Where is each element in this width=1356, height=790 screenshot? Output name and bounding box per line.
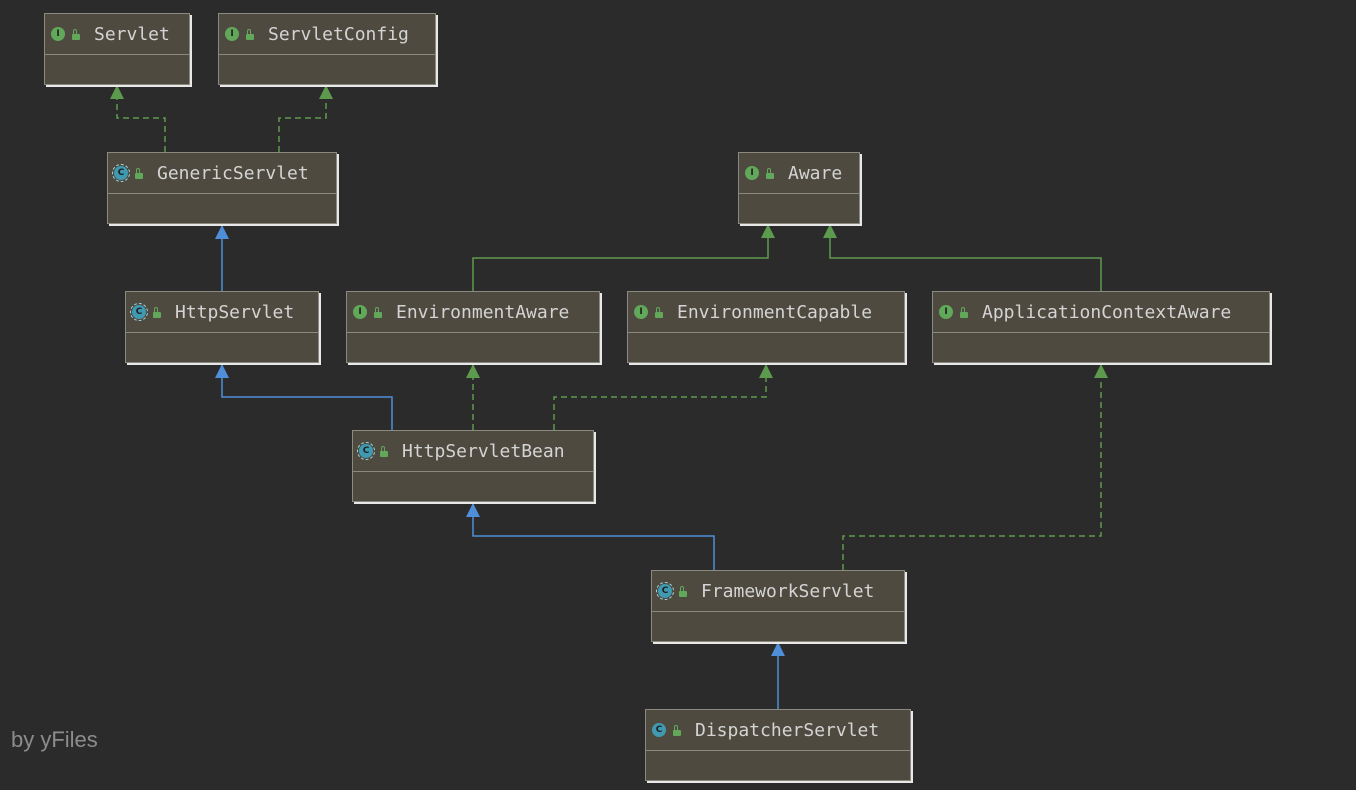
node-http-servlet-bean-name: HttpServletBean [402,440,565,462]
edge-framework-servlet-to-http-servlet-bean [472,504,715,570]
public-lock-icon [679,585,687,597]
arrow-head-environment-aware-to-aware [761,224,775,238]
node-application-context-aware-header: I ApplicationContextAware [933,292,1269,333]
arrow-head-http-servlet-bean-to-environment-capable [759,364,773,378]
node-aware[interactable]: I Aware [738,152,860,224]
interface-icon: I [634,305,648,319]
arrow-head-generic-servlet-to-servlet-config [319,85,333,99]
node-environment-capable-name: EnvironmentCapable [677,301,873,323]
node-environment-aware[interactable]: I EnvironmentAware [346,291,600,363]
node-environment-aware-header: I EnvironmentAware [347,292,599,333]
node-servlet[interactable]: I Servlet [44,13,190,85]
public-lock-icon [72,28,80,40]
public-lock-icon [135,167,143,179]
interface-icon: I [353,305,367,319]
public-lock-icon [766,167,774,179]
arrow-head-http-servlet-to-generic-servlet [215,225,229,239]
class-icon: C [652,723,666,737]
node-aware-name: Aware [788,162,843,184]
public-lock-icon [960,306,968,318]
node-http-servlet-header: C HttpServlet [126,292,318,333]
public-lock-icon [246,28,254,40]
public-lock-icon [673,724,681,736]
arrow-head-framework-servlet-to-http-servlet-bean [466,503,480,517]
edge-application-context-aware-to-aware [829,225,1102,291]
node-http-servlet-bean-header: C HttpServletBean [353,431,593,472]
edge-http-servlet-bean-to-environment-capable [553,365,767,430]
edge-generic-servlet-to-servlet [116,86,166,152]
abstract-class-icon: C [112,164,130,182]
arrow-head-http-servlet-bean-to-environment-aware [466,364,480,378]
node-http-servlet-name: HttpServlet [175,301,295,323]
abstract-class-icon: C [130,303,148,321]
node-servlet-header: I Servlet [45,14,189,55]
node-servlet-config-header: I ServletConfig [219,14,435,55]
public-lock-icon [655,306,663,318]
interface-icon: I [225,27,239,41]
node-http-servlet-bean[interactable]: C HttpServletBean [352,430,594,502]
abstract-class-icon: C [656,582,674,600]
node-framework-servlet[interactable]: C FrameworkServlet [651,570,905,642]
arrow-head-framework-servlet-to-application-context-aware [1094,364,1108,378]
node-environment-aware-name: EnvironmentAware [396,301,570,323]
arrow-head-http-servlet-bean-to-http-servlet [215,364,229,378]
node-application-context-aware-name: ApplicationContextAware [982,301,1232,323]
node-aware-header: I Aware [739,153,859,194]
node-servlet-config-name: ServletConfig [268,23,409,45]
yfiles-watermark: by yFiles [11,727,98,752]
edge-environment-aware-to-aware [472,225,769,291]
node-environment-capable[interactable]: I EnvironmentCapable [627,291,905,363]
edge-http-servlet-bean-to-http-servlet [221,365,393,430]
node-generic-servlet[interactable]: C GenericServlet [107,152,337,224]
abstract-class-icon: C [357,442,375,460]
node-servlet-config[interactable]: I ServletConfig [218,13,436,85]
node-http-servlet[interactable]: C HttpServlet [125,291,319,363]
node-dispatcher-servlet[interactable]: C DispatcherServlet [645,709,911,781]
public-lock-icon [380,445,388,457]
arrow-head-generic-servlet-to-servlet [110,85,124,99]
node-environment-capable-header: I EnvironmentCapable [628,292,904,333]
node-servlet-name: Servlet [94,23,170,45]
node-generic-servlet-name: GenericServlet [157,162,309,184]
edge-generic-servlet-to-servlet-config [278,86,327,152]
node-dispatcher-servlet-name: DispatcherServlet [695,719,880,741]
public-lock-icon [374,306,382,318]
node-framework-servlet-header: C FrameworkServlet [652,571,904,612]
node-dispatcher-servlet-header: C DispatcherServlet [646,710,910,751]
edge-framework-servlet-to-application-context-aware [842,365,1102,570]
node-framework-servlet-name: FrameworkServlet [701,580,875,602]
interface-icon: I [745,166,759,180]
arrow-head-dispatcher-servlet-to-framework-servlet [771,642,785,656]
interface-icon: I [939,305,953,319]
node-generic-servlet-header: C GenericServlet [108,153,336,194]
node-application-context-aware[interactable]: I ApplicationContextAware [932,291,1270,363]
interface-icon: I [51,27,65,41]
arrow-head-application-context-aware-to-aware [823,224,837,238]
public-lock-icon [153,306,161,318]
